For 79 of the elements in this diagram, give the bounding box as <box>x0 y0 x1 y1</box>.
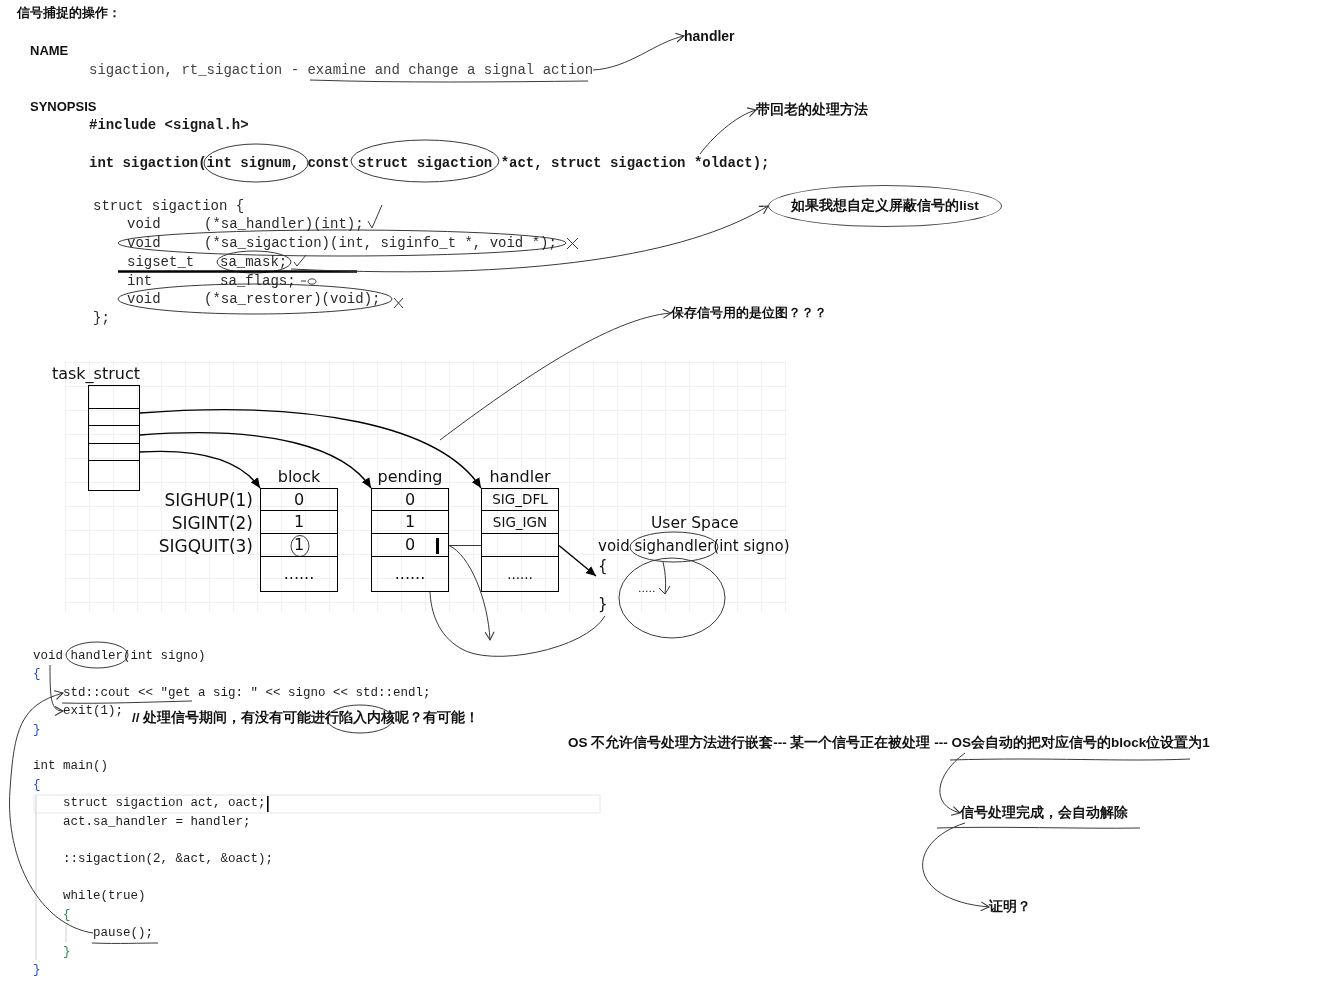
table-cell: SIG_IGN <box>481 511 559 534</box>
code-text: std::cout << "get a sig: " << signo << std::endl; <box>63 684 431 702</box>
section-heading: NAME <box>30 42 69 60</box>
code-text: } <box>33 962 41 979</box>
code-text: int <box>127 272 153 290</box>
annotation-text: OS 不允许信号处理方法进行嵌套--- 某一个信号正在被处理 --- OS会自动的把对应信号的block位设置为1 <box>568 733 1210 753</box>
arrow <box>139 450 261 489</box>
arrow <box>939 752 966 816</box>
column-heading: block <box>277 467 321 488</box>
signal-name-label: SIGINT(2) <box>170 512 253 534</box>
arrow <box>592 33 685 71</box>
arrow <box>290 205 769 273</box>
page-title: 信号捕捉的操作： <box>17 4 121 22</box>
connector-line <box>448 545 482 546</box>
table-cell: 0 <box>260 488 338 511</box>
signal-name-label: SIGHUP(1) <box>163 489 253 511</box>
region-label: User Space <box>651 513 739 533</box>
table-cell: 1 <box>371 511 449 534</box>
code-text: while(true) <box>63 888 146 905</box>
annotation-text: // 处理信号期间，有没有可能进行陷入内核呢？有可能！ <box>132 709 480 727</box>
code-text: act.sa_handler = handler; <box>63 814 251 831</box>
table-cell: ...... <box>481 557 559 592</box>
arrow <box>448 545 495 641</box>
annotation-text: 证明？ <box>989 897 1031 917</box>
code-text: } <box>63 944 71 961</box>
column-heading: handler <box>489 467 551 488</box>
code-text: { <box>33 666 41 683</box>
arrow <box>558 544 597 577</box>
code-text: struct sigaction act, oact; <box>63 795 266 812</box>
code-text: { <box>33 777 41 794</box>
code-text: (*sa_handler)(int); <box>204 215 364 233</box>
code-text: }; <box>93 309 110 327</box>
code-text: sa_flags; <box>220 272 296 290</box>
code-text: void handler(int signo) <box>33 647 206 665</box>
arrow <box>439 309 672 441</box>
code-text: void <box>127 290 161 308</box>
arrow <box>139 408 482 489</box>
code-text: { <box>598 556 608 576</box>
table-cell: 0 <box>371 534 449 557</box>
code-text: } <box>598 594 608 614</box>
code-text: void <box>127 234 161 252</box>
code-text: void sighandler(int signo) <box>598 536 790 556</box>
code-text: (*sa_sigaction)(int, siginfo_t *, void *); <box>204 234 557 252</box>
code-text: sigset_t <box>127 253 195 271</box>
annotation-text: 带回老的处理方法 <box>756 100 868 120</box>
connector-line <box>429 591 606 657</box>
code-text: (*sa_restorer)(void); <box>204 290 381 308</box>
code-text: pause(); <box>93 924 153 942</box>
table-cell: 0 <box>371 488 449 511</box>
arrow <box>139 432 372 489</box>
code-text: ..... <box>638 582 656 596</box>
arrow <box>49 664 64 716</box>
table-cell: ...... <box>371 557 449 592</box>
code-text: int sigaction(int signum, const struct sigaction *act, struct sigaction *oldact); <box>89 154 770 172</box>
code-text: #include <signal.h> <box>89 116 249 134</box>
arrow <box>699 107 757 155</box>
arrow <box>9 690 94 934</box>
code-text: sigaction, rt_sigaction - examine and change a signal action <box>89 61 594 79</box>
code-text: { <box>63 907 71 924</box>
table-cell: SIG_DFL <box>481 488 559 511</box>
table-heading: task_struct <box>51 364 140 385</box>
code-text: void <box>127 215 161 233</box>
code-text: } <box>33 722 41 739</box>
annotation-text: 信号处理完成，会自动解除 <box>960 803 1128 823</box>
arrow <box>922 822 990 911</box>
column-heading: pending <box>377 467 443 488</box>
code-text: sa_mask; <box>220 253 288 271</box>
code-text: struct sigaction { <box>93 197 245 215</box>
code-text: int main() <box>33 758 108 775</box>
code-text: ::sigaction(2, &act, &oact); <box>63 851 274 868</box>
table-cell: 1 <box>260 534 338 557</box>
table-cell: 1 <box>260 511 338 534</box>
section-heading: SYNOPSIS <box>30 98 97 116</box>
signal-name-label: SIGQUIT(3) <box>157 535 253 557</box>
code-text: exit(1); <box>63 702 123 720</box>
table-cell: ...... <box>260 557 338 592</box>
empty-table-cell <box>481 534 559 557</box>
annotation-text: handler <box>684 26 735 46</box>
annotation-text: 保存信号用的是位图？？？ <box>671 303 827 323</box>
